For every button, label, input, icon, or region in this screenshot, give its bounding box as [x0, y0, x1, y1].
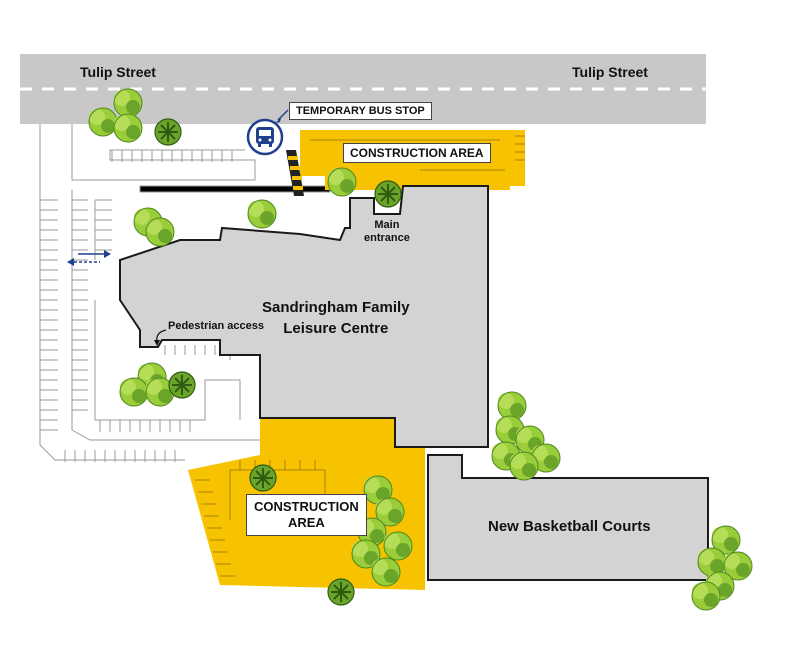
leisure-centre-line1: Sandringham Family [262, 299, 410, 316]
construction-bottom-line1: CONSTRUCTION [254, 499, 359, 514]
main-entrance-line2: entrance [364, 232, 410, 244]
street-label-left: Tulip Street [80, 64, 156, 80]
leisure-centre-line2: Leisure Centre [283, 320, 389, 337]
construction-area-bottom-label: CONSTRUCTION AREA [246, 494, 367, 536]
bus-stop-label: TEMPORARY BUS STOP [289, 102, 432, 120]
basketball-courts-building [427, 454, 709, 581]
pedestrian-access-label: Pedestrian access [168, 320, 265, 332]
construction-area-top-label: CONSTRUCTION AREA [343, 143, 491, 163]
main-entrance-label: Main entrance [364, 219, 410, 245]
leisure-centre-label: Sandringham Family Leisure Centre [262, 297, 410, 339]
construction-bottom-line2: AREA [287, 515, 325, 530]
leisure-centre-building [119, 185, 489, 448]
double-arrow-icon [67, 250, 111, 266]
parking-bays [40, 150, 331, 462]
street-label-right: Tulip Street [572, 64, 648, 80]
main-entrance-line1: Main [374, 219, 400, 231]
bus-icon [246, 118, 284, 156]
bus-stop-pointer [277, 109, 289, 121]
basketball-courts-label: New Basketball Courts [488, 518, 651, 535]
